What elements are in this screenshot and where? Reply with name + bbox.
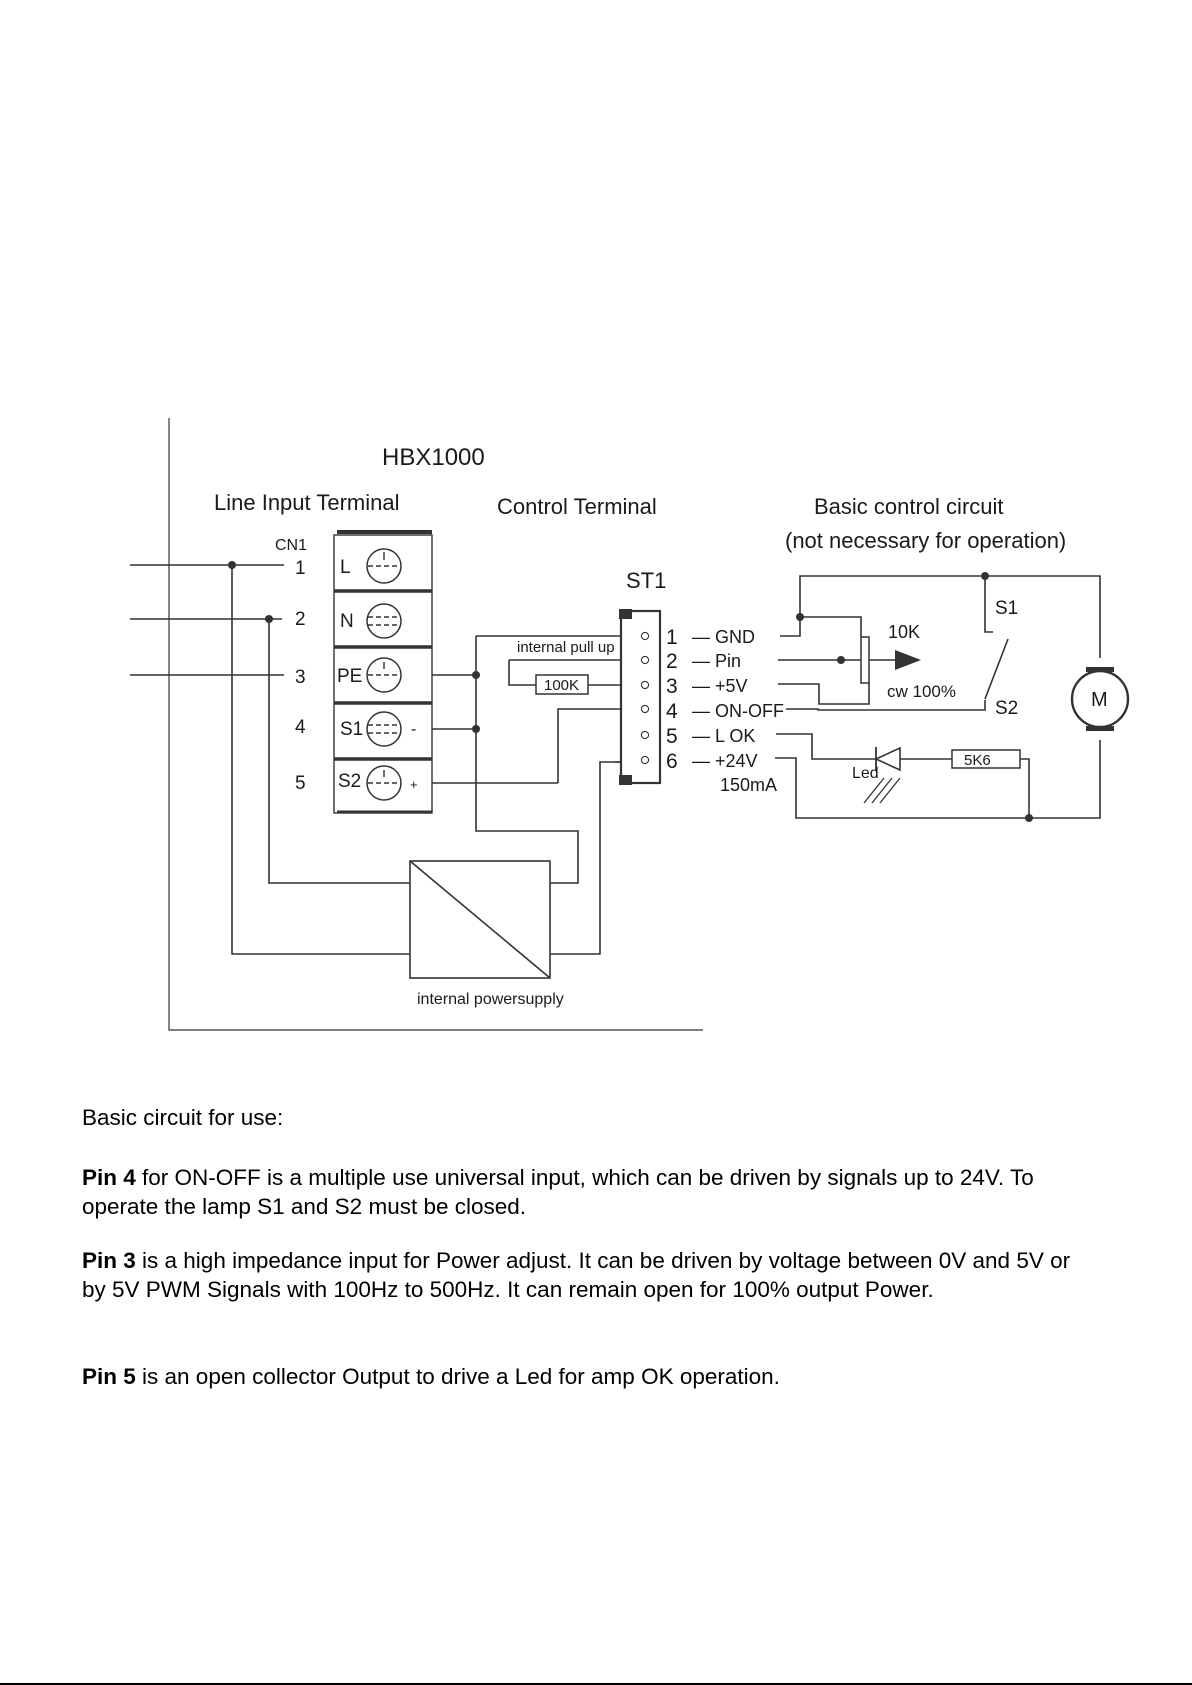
st1-pin-number: 1 <box>666 626 678 649</box>
st1-pin-name: — ON-OFF <box>692 701 784 721</box>
pin-label: Pin 4 <box>82 1165 136 1190</box>
device-frame <box>168 418 703 1031</box>
screw-icon <box>366 711 402 747</box>
motor-icon <box>1070 667 1130 731</box>
cn1-pin-number: 2 <box>295 609 306 630</box>
st1-pin-number: 6 <box>666 750 678 773</box>
st1-pin-name: — +24V <box>692 751 758 771</box>
control-circuit-wires <box>775 572 1101 822</box>
paragraph-text: for ON-OFF is a multiple use universal i… <box>82 1165 1034 1219</box>
cn1-label: CN1 <box>275 537 307 554</box>
paragraph-pin-4: Pin 4 for ON-OFF is a multiple use unive… <box>82 1163 1092 1221</box>
st1-label: ST1 <box>626 568 666 593</box>
paragraph-text: is an open collector Output to drive a L… <box>135 1364 780 1389</box>
cn1-pin-number: 1 <box>295 558 306 579</box>
st1-pin-name: — L OK <box>692 726 755 746</box>
internal-power-supply <box>409 860 551 979</box>
st1-connector <box>619 609 662 785</box>
cn1-pin-sign: - <box>411 721 416 738</box>
cn1-pin-sign: + <box>410 777 418 792</box>
pullup-label: internal pull up <box>517 639 615 656</box>
resistor-5k6-label: 5K6 <box>964 752 991 769</box>
wiring-diagram: HBX1000 Line Input Terminal Control Term… <box>130 418 1130 1031</box>
cn1-pin-number: 3 <box>295 667 306 688</box>
screw-icon <box>366 603 402 639</box>
st1-pin-name: — GND <box>692 627 755 647</box>
paragraph-pin-5: Pin 5 is an open collector Output to dri… <box>82 1362 1092 1391</box>
cn1-pin-name: S2 <box>338 771 361 792</box>
led-icon <box>863 746 901 804</box>
potentiometer-10k <box>860 636 921 684</box>
cn1-terminal-block <box>333 530 433 814</box>
pin-label: Pin 5 <box>82 1364 136 1389</box>
line-input-title: Line Input Terminal <box>214 490 400 515</box>
cn1-pin-number: 5 <box>295 773 306 794</box>
resistor-100k <box>535 674 589 695</box>
cn1-pin-name: S1 <box>340 719 363 740</box>
section-heading: Basic circuit for use: <box>82 1105 284 1130</box>
page-bottom-rule <box>0 1683 1192 1685</box>
st1-pin-name: — +5V <box>692 676 748 696</box>
screw-icon <box>366 548 402 584</box>
st1-pin-number: 4 <box>666 700 678 723</box>
device-title: HBX1000 <box>382 444 485 471</box>
resistor-100k-label: 100K <box>544 677 579 694</box>
st1-pin-number: 5 <box>666 725 678 748</box>
cn1-pin-number: 4 <box>295 717 306 738</box>
psu-label: internal powersupply <box>417 991 564 1008</box>
cn1-pin-name: N <box>340 611 354 632</box>
internal-wires <box>432 635 637 955</box>
line-input-wires <box>130 561 410 955</box>
basic-circuit-title: Basic control circuit <box>814 494 1004 519</box>
st1-pin-number: 3 <box>666 675 678 698</box>
basic-circuit-note: (not necessary for operation) <box>785 528 1066 553</box>
cn1-pin-name: PE <box>337 666 362 687</box>
control-terminal-title: Control Terminal <box>497 494 657 519</box>
led-label: Led <box>852 765 879 782</box>
pin-label: Pin 3 <box>82 1248 136 1273</box>
switch-s1-label: S1 <box>995 598 1018 619</box>
switch <box>984 638 1009 700</box>
motor-label: M <box>1091 689 1108 711</box>
screw-icon <box>366 657 402 693</box>
st1-pin-number: 2 <box>666 650 678 673</box>
pot-label: 10K <box>888 622 920 642</box>
st1-pin-name: — Pin <box>692 651 741 671</box>
resistor-5k6 <box>951 749 1021 769</box>
current-label: 150mA <box>720 775 777 795</box>
paragraph-pin-3: Pin 3 is a high impedance input for Powe… <box>82 1246 1092 1304</box>
switch-s2-label: S2 <box>995 698 1018 719</box>
screw-icon <box>366 765 402 801</box>
pot-cw-label: cw 100% <box>887 682 956 701</box>
cn1-pin-name: L <box>340 557 351 578</box>
paragraph-text: is a high impedance input for Power adju… <box>82 1248 1071 1302</box>
